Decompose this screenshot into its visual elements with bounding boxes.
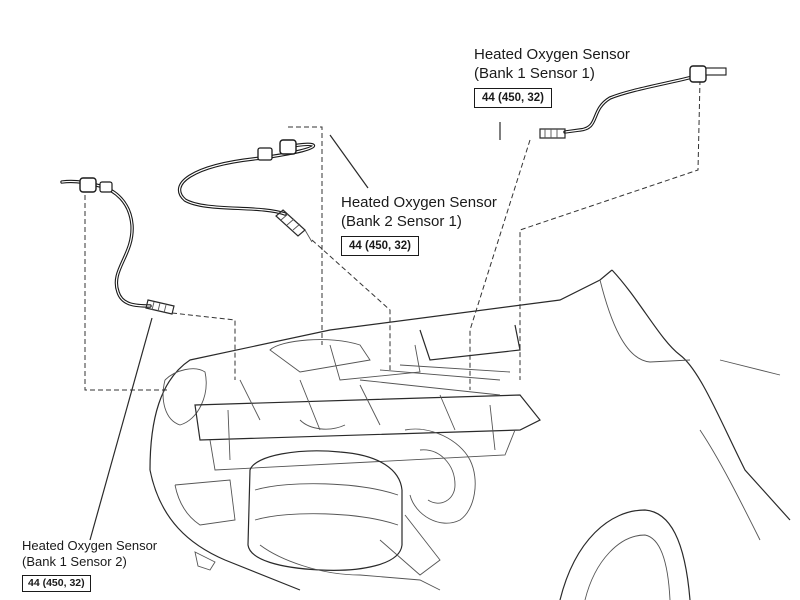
leader-lines <box>84 79 701 541</box>
callout-name-line2: (Bank 1 Sensor 1) <box>474 64 595 82</box>
callout-bank2-sensor1: Heated Oxygen Sensor (Bank 2 Sensor 1) 4… <box>341 194 497 256</box>
torque-spec-box: 44 (450, 32) <box>341 235 420 256</box>
torque-spec-box: 44 (450, 32) <box>474 87 553 108</box>
sensor-bank2-sensor1-drawing <box>178 139 316 243</box>
callout-name-line1: Heated Oxygen Sensor <box>474 46 630 63</box>
torque-spec-box: 44 (450, 32) <box>22 574 91 592</box>
callout-name-line2: (Bank 2 Sensor 1) <box>341 212 462 230</box>
engine-block <box>194 324 541 591</box>
car-body-outline <box>149 269 791 600</box>
callout-name-line1: Heated Oxygen Sensor <box>341 194 497 211</box>
sensor-bank1-sensor1-drawing <box>539 65 727 139</box>
callout-bank1-sensor2: Heated Oxygen Sensor (Bank 1 Sensor 2) 4… <box>22 538 157 592</box>
sensor-bank1-sensor2-drawing <box>60 177 175 315</box>
callout-name-line1: Heated Oxygen Sensor <box>22 538 158 553</box>
callout-name-line2: (Bank 1 Sensor 2) <box>22 554 127 570</box>
callout-bank1-sensor1: Heated Oxygen Sensor (Bank 1 Sensor 1) 4… <box>474 46 630 108</box>
